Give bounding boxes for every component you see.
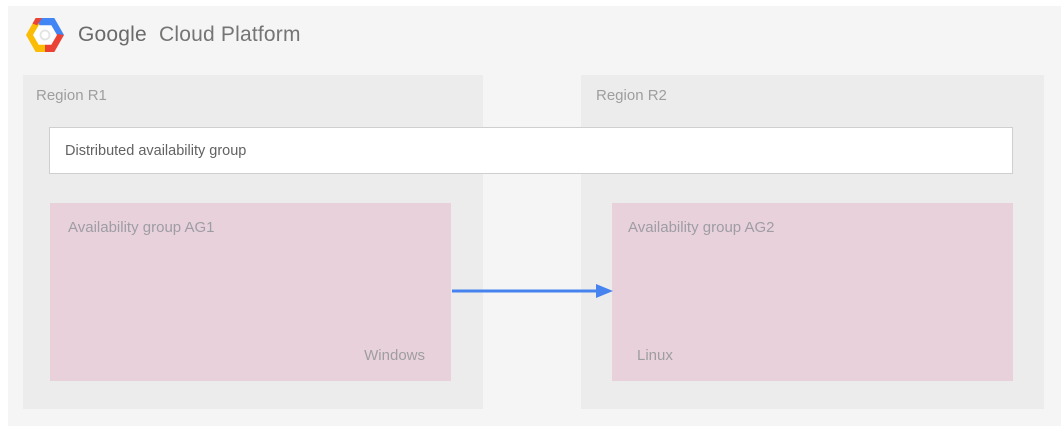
distributed-availability-group-box: Distributed availability group <box>49 127 1013 174</box>
diagram-canvas: Google Cloud Platform Region R1 Region R… <box>8 6 1061 426</box>
gcp-hexagon-icon <box>25 17 65 53</box>
region-r2-label: Region R2 <box>596 87 667 104</box>
ag1-os-label: Windows <box>364 347 425 364</box>
replication-arrow-icon <box>452 284 613 298</box>
region-r1-label: Region R1 <box>36 87 107 104</box>
availability-group-ag1-box: Availability group AG1 Windows <box>50 203 451 381</box>
gcp-logo-text: Google Cloud Platform <box>78 23 301 47</box>
gcp-logo: Google Cloud Platform <box>25 17 301 53</box>
availability-group-ag2-label: Availability group AG2 <box>628 219 775 236</box>
distributed-availability-group-label: Distributed availability group <box>65 143 247 159</box>
availability-group-ag1-label: Availability group AG1 <box>68 219 215 236</box>
logo-product-text: Cloud Platform <box>158 23 301 46</box>
logo-brand-text: Google <box>78 23 147 46</box>
ag2-os-label: Linux <box>637 347 673 364</box>
availability-group-ag2-box: Availability group AG2 Linux <box>612 203 1013 381</box>
